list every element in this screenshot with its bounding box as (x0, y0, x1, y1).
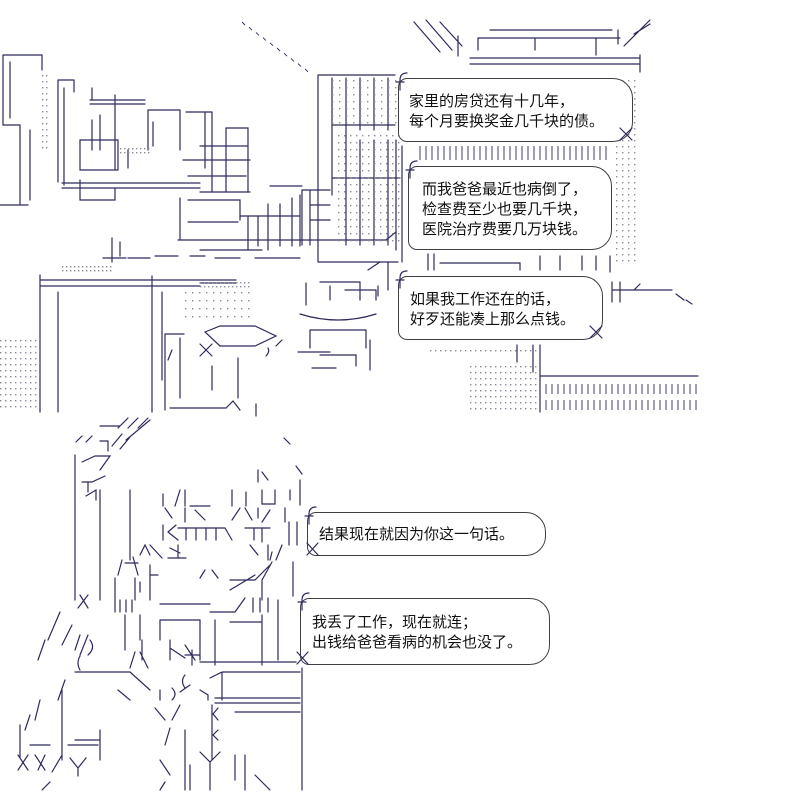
shelf-structure (57, 79, 251, 201)
bubble-text-line: 出钱给爸爸看病的机会也没了。 (312, 633, 523, 651)
bubble-text-line: 好歹还能凑上那么点钱。 (410, 310, 576, 328)
bubble-text-line: 家里的房贷还有十几年， (409, 92, 575, 110)
speech-bubble-4: 结果现在就因为你这一句话。 (307, 512, 546, 556)
bubble-text-line: 结果现在就因为你这一句话。 (319, 525, 515, 543)
top-right-window (413, 19, 651, 73)
left-building (0, 54, 43, 206)
bubble-text-line: 而我爸爸最近也病倒了， (422, 180, 588, 198)
character-hair (74, 417, 303, 601)
character-body (37, 556, 297, 671)
bubble-text-line: 每个月要换奖金几千块的债。 (409, 112, 605, 130)
bubble-text-line: 我丢了工作，现在就连； (312, 613, 478, 631)
left-long-bar (39, 274, 237, 413)
character-figure (17, 417, 303, 791)
bubble-text-line: 检查费至少也要几千块， (422, 200, 588, 218)
speech-bubble-5: 我丢了工作，现在就连； 出钱给爸爸看病的机会也没了。 (300, 598, 550, 665)
mid-bed-figure (164, 325, 283, 417)
stripe-texture (241, 21, 697, 410)
desk-structure (102, 185, 397, 263)
character-face (139, 489, 298, 561)
bubble-text-line: 医院治疗费要几万块钱。 (422, 220, 588, 238)
speech-bubble-2: 而我爸爸最近也病倒了， 检查费至少也要几千块， 医院治疗费要几万块钱。 (408, 166, 612, 250)
bubble-text-line: 如果我工作还在的话， (410, 290, 561, 308)
right-table (516, 344, 699, 413)
character-legs (17, 667, 303, 791)
center-lamp (297, 261, 389, 371)
speech-bubble-3: 如果我工作还在的话， 好歹还能凑上那么点钱。 (398, 276, 603, 340)
speech-bubble-1: 家里的房贷还有十几年， 每个月要换奖金几千块的债。 (398, 78, 633, 142)
